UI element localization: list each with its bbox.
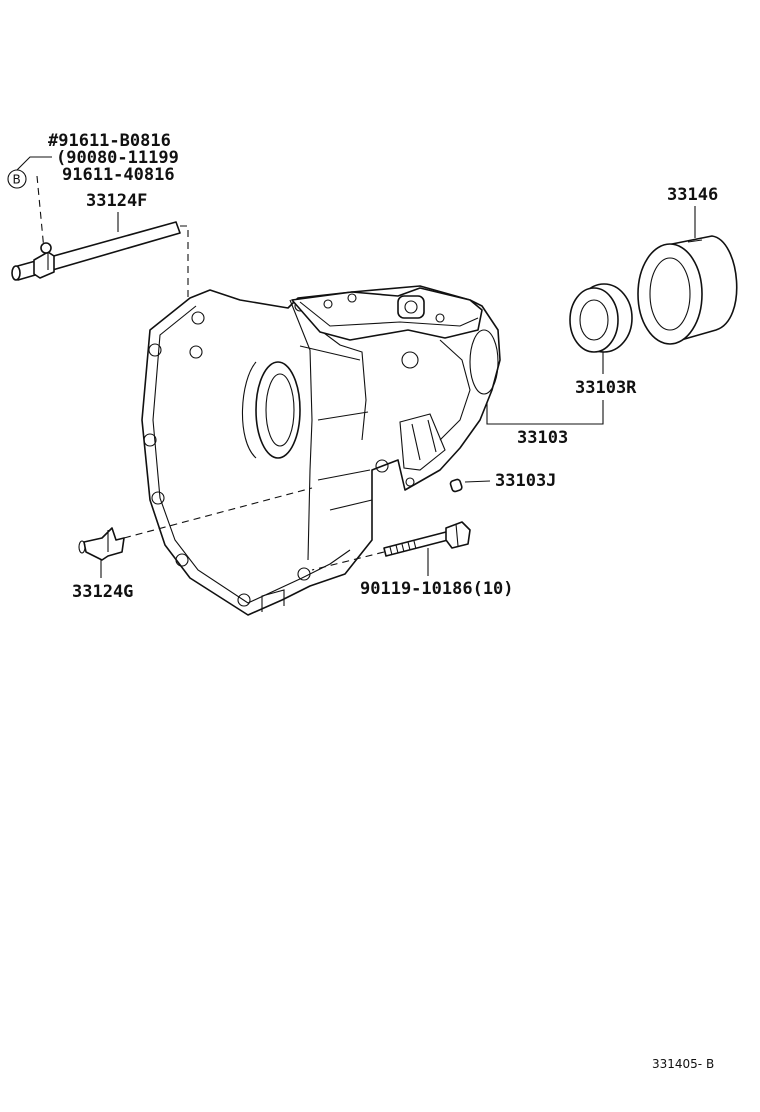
- callout-b-icon: B: [7, 169, 27, 189]
- shift-rod-33124f: [11, 221, 181, 281]
- label-33103: 33103: [517, 428, 568, 448]
- label-33124f: 33124F: [86, 191, 147, 211]
- label-33103r: 33103R: [575, 378, 637, 398]
- label-90119-10186: 90119-10186(10): [360, 579, 514, 599]
- diagram-code: 331405- B: [652, 1057, 714, 1071]
- leader-bolt-b: [36, 175, 45, 251]
- leader-33103: [486, 392, 604, 425]
- bracket-33124g: [78, 527, 125, 561]
- transmission-case-33103: [141, 285, 501, 616]
- label-90080-11199: (90080-11199: [56, 148, 179, 168]
- housing-sleeve-33146: [637, 235, 738, 345]
- label-33103j: 33103J: [495, 471, 556, 491]
- leader-33103j: [464, 480, 491, 483]
- bolt-90119-10186: [383, 521, 471, 557]
- dash-bracket-to-housing: [123, 487, 313, 539]
- oil-seal-33103r: [569, 283, 633, 353]
- label-33124g: 33124G: [72, 582, 133, 602]
- callout-b-letter: B: [13, 173, 21, 187]
- label-33146: 33146: [667, 185, 718, 205]
- label-91611-b0816: #91611-B0816: [48, 131, 171, 151]
- leader-callout-b: [16, 156, 52, 171]
- dash-bolt-to-housing: [311, 551, 385, 571]
- plug-33103j: [449, 478, 463, 493]
- label-91611-40816: 91611-40816: [62, 165, 175, 185]
